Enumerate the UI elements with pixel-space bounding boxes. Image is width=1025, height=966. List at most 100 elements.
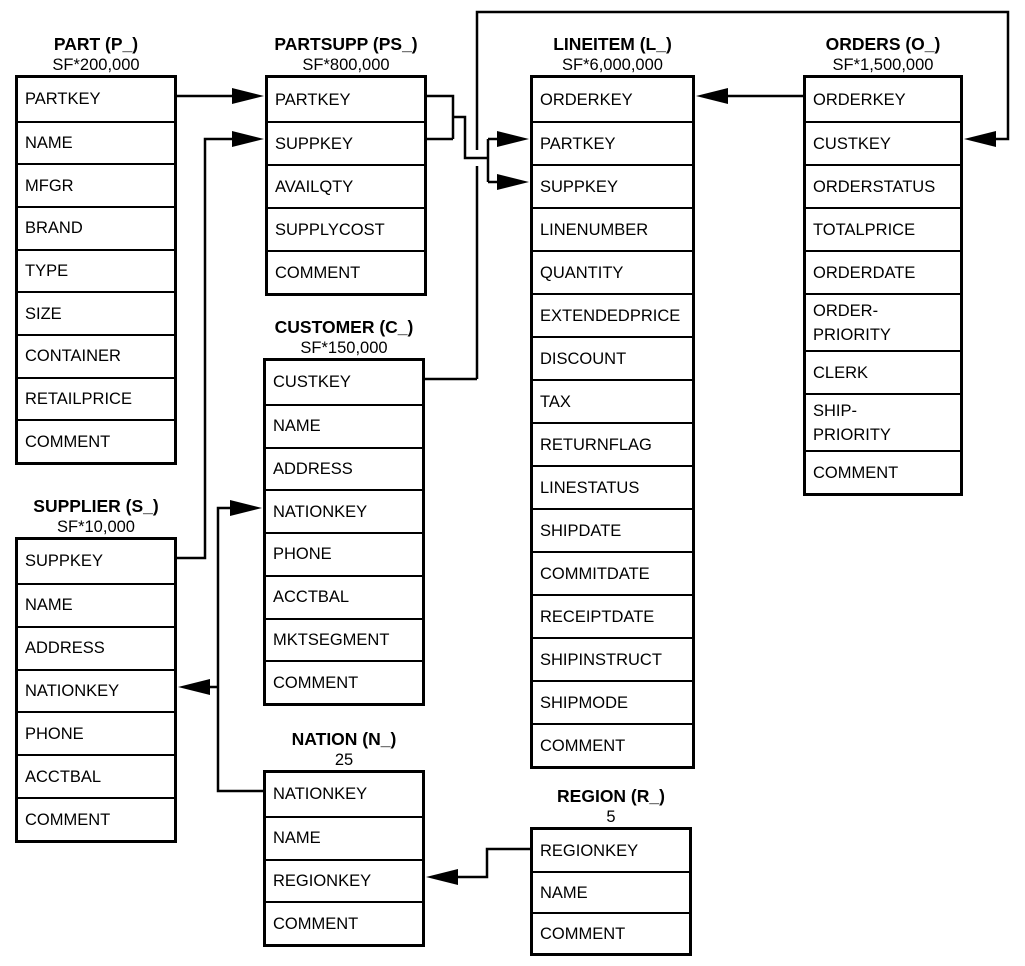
column-orderkey: ORDERKEY [813, 90, 906, 109]
customer-cardinality: SF*150,000 [300, 339, 388, 357]
column-shipmode: SHIPMODE [533, 680, 692, 723]
arrowhead-into-supplier-nationkey [178, 679, 210, 695]
column-comment: COMMENT [533, 912, 689, 953]
column-acctbal: ACCTBAL [266, 574, 422, 618]
orders-title: ORDERS (O_) [825, 34, 941, 54]
column-linestatus: LINESTATUS [533, 465, 692, 508]
column-suppkey: SUPPKEY [533, 164, 692, 207]
column-commitdate: COMMITDATE [533, 551, 692, 594]
column-name: NAME [266, 403, 422, 447]
lineitem-title: LINEITEM (L_) [553, 34, 672, 54]
nation-title: NATION (N_) [291, 729, 397, 749]
column-tax: TAX [533, 379, 692, 422]
column-size: SIZE [18, 291, 174, 334]
column-phone: PHONE [266, 532, 422, 575]
column-returnflag: RETURNFLAG [533, 422, 692, 465]
column-regionkey: REGIONKEY [540, 841, 639, 860]
column-phone: PHONE [18, 711, 174, 754]
column-custkey: CUSTKEY [806, 121, 960, 164]
column-discount: DISCOUNT [533, 336, 692, 379]
part-cardinality: SF*200,000 [52, 56, 140, 74]
part-title: PART (P_) [53, 34, 139, 54]
customer-title: CUSTOMER (C_) [274, 317, 414, 337]
column-receiptdate: RECEIPTDATE [533, 594, 692, 637]
region-cardinality: 5 [606, 808, 616, 826]
column-type: TYPE [18, 248, 174, 292]
column-comment: COMMENT [266, 660, 422, 703]
column-supplycost: SUPPLYCOST [268, 207, 424, 250]
column-partkey: PARTKEY [275, 90, 351, 109]
column-address: ADDRESS [266, 446, 422, 490]
column-extendedprice: EXTENDEDPRICE [533, 293, 692, 336]
column-nationkey: NATIONKEY [273, 785, 368, 804]
column-name: NAME [533, 871, 689, 912]
arrowhead-into-customer-nationkey [230, 500, 262, 516]
column-order-priority: ORDER- PRIORITY [806, 293, 960, 350]
orders-cardinality: SF*1,500,000 [832, 56, 934, 74]
arrowhead-into-orders-custkey [964, 131, 996, 147]
supplier-cardinality: SF*10,000 [57, 518, 135, 536]
column-partkey: PARTKEY [533, 121, 692, 164]
arrowhead-into-lineitem-orderkey [696, 88, 728, 104]
arrow-customer-custkey-to-orders-custkey [425, 10, 1010, 381]
nation-cardinality: 25 [334, 751, 354, 769]
column-comment: COMMENT [18, 797, 174, 840]
column-shipinstruct: SHIPINSTRUCT [533, 637, 692, 680]
column-comment: COMMENT [806, 450, 960, 493]
column-comment: COMMENT [18, 419, 174, 462]
column-orderkey: ORDERKEY [540, 90, 633, 109]
arrowheads [178, 88, 996, 885]
column-comment: COMMENT [266, 901, 422, 944]
partsupp-title: PARTSUPP (PS_) [274, 34, 418, 54]
supplier-title: SUPPLIER (S_) [33, 496, 159, 516]
column-clerk: CLERK [806, 350, 960, 393]
column-name: NAME [18, 582, 174, 626]
column-comment: COMMENT [268, 250, 424, 293]
column-custkey: CUSTKEY [273, 373, 351, 392]
column-mktsegment: MKTSEGMENT [266, 617, 422, 661]
table-orders: ORDERS (O_) SF*1,500,000 ORDERKEY CUSTKEY… [803, 33, 963, 496]
column-acctbal: ACCTBAL [18, 754, 174, 797]
arrowhead-into-lineitem-partkey [497, 131, 529, 147]
column-comment: COMMENT [533, 723, 692, 766]
column-container: CONTAINER [18, 333, 174, 377]
column-totalprice: TOTALPRICE [806, 207, 960, 250]
table-lineitem: LINEITEM (L_) SF*6,000,000 ORDERKEY PARTK… [530, 33, 695, 769]
arrowhead-into-nation-regionkey [426, 869, 458, 885]
column-orderdate: ORDERDATE [806, 250, 960, 293]
column-regionkey: REGIONKEY [266, 858, 422, 902]
column-linenumber: LINENUMBER [533, 207, 692, 250]
column-partkey: PARTKEY [25, 90, 101, 109]
arrow-region-regionkey-to-nation-regionkey [454, 847, 530, 879]
arrow-supplier-suppkey-to-partsupp-suppkey [177, 137, 236, 560]
column-name: NAME [18, 120, 174, 164]
partsupp-cardinality: SF*800,000 [302, 56, 390, 74]
column-quantity: QUANTITY [533, 250, 692, 293]
lineitem-cardinality: SF*6,000,000 [562, 56, 663, 74]
column-brand: BRAND [18, 205, 174, 249]
arrowhead-into-partsupp-suppkey [232, 131, 264, 147]
column-suppkey: SUPPKEY [268, 121, 424, 164]
column-ship-priority: SHIP- PRIORITY [806, 393, 960, 450]
table-partsupp: PARTSUPP (PS_) SF*800,000 PARTKEY SUPPKEY… [265, 33, 427, 296]
column-suppkey: SUPPKEY [25, 552, 103, 571]
column-name: NAME [266, 815, 422, 859]
column-orderstatus: ORDERSTATUS [806, 164, 960, 207]
column-nationkey: NATIONKEY [18, 668, 174, 712]
arrowhead-into-partsupp-partkey [232, 88, 264, 104]
column-availqty: AVAILQTY [268, 164, 424, 207]
arrowhead-into-lineitem-suppkey [497, 174, 529, 190]
arrow-partsupp-keys-to-lineitem-keys [427, 94, 502, 184]
